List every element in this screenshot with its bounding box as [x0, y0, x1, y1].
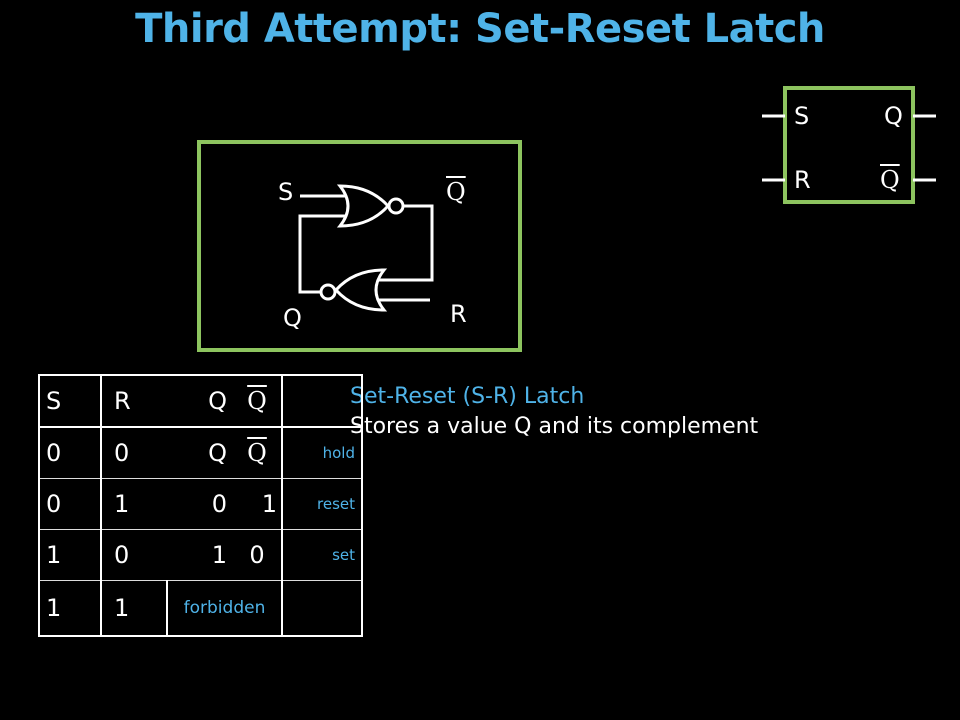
symbol-r-label: R: [794, 166, 811, 194]
latch-symbol-box: [783, 86, 915, 204]
table-row: 1 0 1 0 set: [38, 529, 363, 581]
cell-note: hold: [282, 427, 363, 479]
symbol-q-label: Q: [884, 102, 903, 130]
symbol-qbar-label: Q: [880, 166, 900, 194]
table-header-row: S R Q Q: [38, 374, 363, 428]
description-heading: Set-Reset (S-R) Latch: [350, 384, 585, 409]
table-row: 1 1 forbidden: [38, 580, 363, 637]
circuit-r-label: R: [450, 300, 467, 328]
cell-q: 1: [167, 529, 233, 581]
nor-gate-bottom: [333, 268, 388, 312]
latch-description: Set-Reset (S-R) Latch Stores a value Q a…: [350, 382, 758, 442]
cell-r: 1: [101, 478, 167, 530]
cell-s: 0: [38, 478, 102, 530]
circuit-qbar-label: Q: [446, 178, 466, 206]
header-note: [282, 374, 363, 428]
cell-r: 1: [101, 580, 168, 637]
description-text: Stores a value Q and its complement: [350, 414, 759, 439]
circuit-q-label: Q: [283, 304, 302, 332]
cell-r: 0: [101, 427, 167, 479]
cell-qbar: 0: [233, 529, 283, 581]
nor-bubble-bottom: [319, 283, 337, 301]
header-qbar: Q: [247, 387, 267, 415]
cell-forbidden: forbidden: [167, 580, 283, 637]
slide-title: Third Attempt: Set-Reset Latch: [135, 6, 825, 52]
cell-s: 0: [38, 427, 102, 479]
symbol-s-label: S: [794, 102, 810, 130]
cell-s: 1: [38, 529, 102, 581]
cell-qbar: 1: [233, 478, 283, 530]
nor-bubble-top: [387, 197, 405, 215]
cell-note: [282, 580, 363, 637]
nor-gate-top: [336, 184, 391, 228]
circuit-s-label: S: [278, 178, 294, 206]
header-r: R: [101, 374, 167, 428]
cell-qbar: Q: [247, 439, 267, 467]
table-row: 0 0 Q Q hold: [38, 427, 363, 479]
truth-table: S R Q Q 0 0 Q Q hold 0 1 0 1 reset 1 0 1…: [38, 374, 363, 637]
cell-note: reset: [282, 478, 363, 530]
table-row: 0 1 0 1 reset: [38, 478, 363, 530]
header-q: Q: [167, 374, 233, 428]
header-s: S: [38, 374, 102, 428]
cell-q: Q: [167, 427, 233, 479]
cell-note: set: [282, 529, 363, 581]
circuit-frame: [197, 140, 522, 352]
cell-r: 0: [101, 529, 167, 581]
cell-s: 1: [38, 580, 102, 637]
cell-q: 0: [167, 478, 233, 530]
